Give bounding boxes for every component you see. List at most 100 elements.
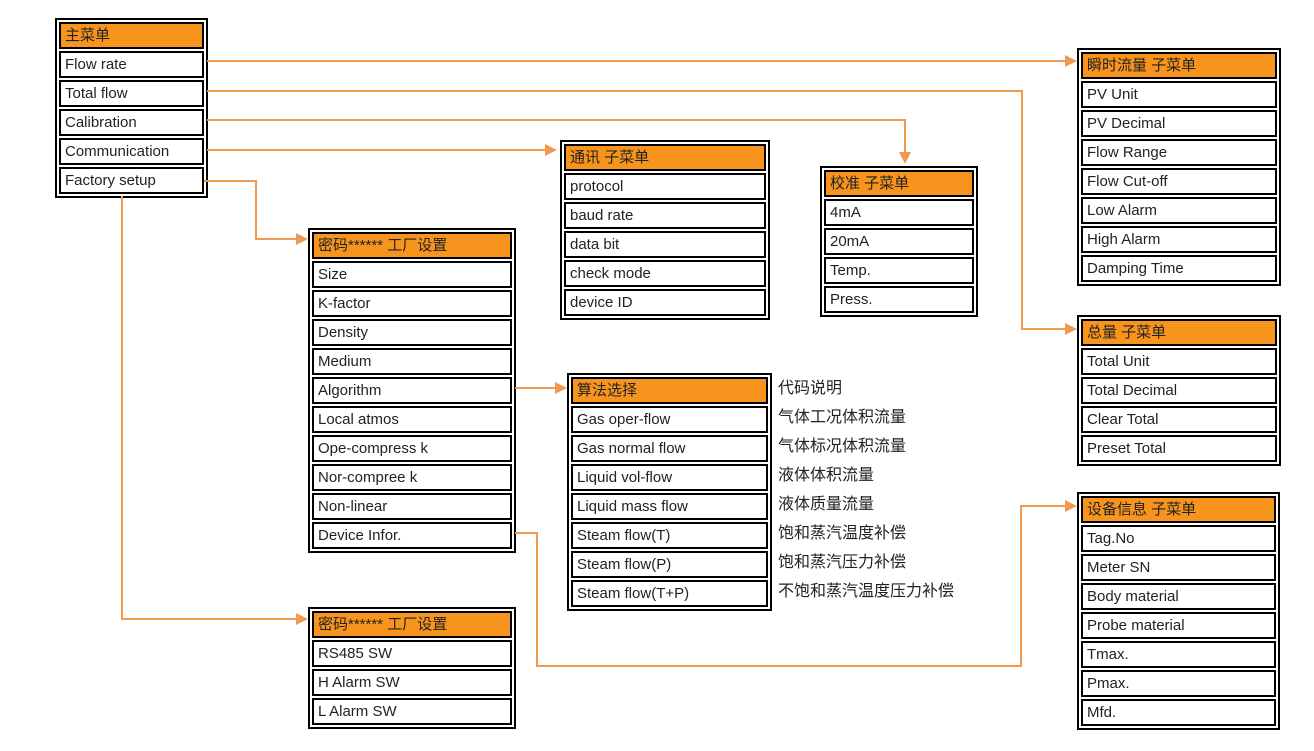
menu-item-density: Density: [312, 319, 512, 346]
menu-item-preset-total: Preset Total: [1081, 435, 1277, 462]
algorithm-selection-box: 算法选择 Gas oper-flow Gas normal flow Liqui…: [567, 373, 772, 611]
connector-calibration-line-2: [904, 119, 906, 152]
desc-liquid-mass-flow: 液体质量流量: [778, 496, 875, 513]
menu-item-calibration: Calibration: [59, 109, 204, 136]
menu-item-size: Size: [312, 261, 512, 288]
menu-item-ope-compress-k: Ope-compress k: [312, 435, 512, 462]
connector-factory-2-line-1: [121, 196, 123, 620]
menu-item-tmax: Tmax.: [1081, 641, 1276, 668]
calibration-submenu-box: 校准 子菜单 4mA 20mA Temp. Press.: [820, 166, 978, 317]
connector-device-info-line-2: [536, 532, 538, 667]
menu-item-communication: Communication: [59, 138, 204, 165]
menu-item-rs485-sw: RS485 SW: [312, 640, 512, 667]
menu-item-pmax: Pmax.: [1081, 670, 1276, 697]
menu-item-total-decimal: Total Decimal: [1081, 377, 1277, 404]
desc-code-explanation: 代码说明: [778, 380, 843, 397]
menu-item-damping-time: Damping Time: [1081, 255, 1277, 282]
connector-device-info-line-5: [1020, 505, 1065, 507]
connector-calibration-arrowhead-icon: [899, 152, 911, 164]
connector-flow-rate-arrowhead-icon: [1065, 55, 1077, 67]
algorithm-selection-title: 算法选择: [571, 377, 768, 404]
connector-factory-2-arrowhead-icon: [296, 613, 308, 625]
connector-total-flow-line-3: [1021, 328, 1065, 330]
menu-item-liquid-vol-flow: Liquid vol-flow: [571, 464, 768, 491]
menu-item-low-alarm: Low Alarm: [1081, 197, 1277, 224]
instant-flow-submenu-title: 瞬时流量 子菜单: [1081, 52, 1277, 79]
menu-item-20ma: 20mA: [824, 228, 974, 255]
factory-setup-box-1: 密码****** 工厂设置 Size K-factor Density Medi…: [308, 228, 516, 553]
menu-item-tag-no: Tag.No: [1081, 525, 1276, 552]
menu-item-check-mode: check mode: [564, 260, 766, 287]
menu-item-gas-oper-flow: Gas oper-flow: [571, 406, 768, 433]
connector-factory-1-arrowhead-icon: [296, 233, 308, 245]
menu-item-total-unit: Total Unit: [1081, 348, 1277, 375]
desc-steam-flow-tp: 不饱和蒸汽温度压力补偿: [778, 583, 955, 600]
menu-item-nor-compree-k: Nor-compree k: [312, 464, 512, 491]
menu-item-algorithm: Algorithm: [312, 377, 512, 404]
desc-steam-flow-p: 饱和蒸汽压力补偿: [778, 554, 907, 571]
menu-item-local-atmos: Local atmos: [312, 406, 512, 433]
menu-item-non-linear: Non-linear: [312, 493, 512, 520]
menu-item-flow-range: Flow Range: [1081, 139, 1277, 166]
menu-item-data-bit: data bit: [564, 231, 766, 258]
menu-item-liquid-mass-flow: Liquid mass flow: [571, 493, 768, 520]
menu-item-mfd: Mfd.: [1081, 699, 1276, 726]
device-info-submenu-title: 设备信息 子菜单: [1081, 496, 1276, 523]
menu-item-probe-material: Probe material: [1081, 612, 1276, 639]
connector-device-info-line-4: [1020, 505, 1022, 667]
connector-factory-2-line-2: [121, 618, 296, 620]
connector-device-info-arrowhead-icon: [1065, 500, 1077, 512]
factory-setup-1-title: 密码****** 工厂设置: [312, 232, 512, 259]
connector-factory-1-line-2: [255, 180, 257, 240]
communication-submenu-title: 通讯 子菜单: [564, 144, 766, 171]
menu-item-device-infor: Device Infor.: [312, 522, 512, 549]
menu-item-meter-sn: Meter SN: [1081, 554, 1276, 581]
main-menu-box: 主菜单 Flow rate Total flow Calibration Com…: [55, 18, 208, 198]
menu-item-h-alarm-sw: H Alarm SW: [312, 669, 512, 696]
menu-item-steam-flow-tp: Steam flow(T+P): [571, 580, 768, 607]
menu-item-clear-total: Clear Total: [1081, 406, 1277, 433]
connector-communication-arrowhead-icon: [545, 144, 557, 156]
desc-steam-flow-t: 饱和蒸汽温度补偿: [778, 525, 907, 542]
menu-item-4ma: 4mA: [824, 199, 974, 226]
main-menu-title: 主菜单: [59, 22, 204, 49]
menu-item-medium: Medium: [312, 348, 512, 375]
algorithm-descriptions: 代码说明 气体工况体积流量 气体标况体积流量 液体体积流量 液体质量流量 饱和蒸…: [778, 375, 954, 607]
menu-item-steam-flow-t: Steam flow(T): [571, 522, 768, 549]
menu-item-flow-rate: Flow rate: [59, 51, 204, 78]
menu-item-baud-rate: baud rate: [564, 202, 766, 229]
menu-item-temp: Temp.: [824, 257, 974, 284]
total-flow-submenu-title: 总量 子菜单: [1081, 319, 1277, 346]
desc-liquid-vol-flow: 液体体积流量: [778, 467, 875, 484]
total-flow-submenu-box: 总量 子菜单 Total Unit Total Decimal Clear To…: [1077, 315, 1281, 466]
connector-total-flow-line-2: [1021, 90, 1023, 330]
menu-item-high-alarm: High Alarm: [1081, 226, 1277, 253]
device-info-submenu-box: 设备信息 子菜单 Tag.No Meter SN Body material P…: [1077, 492, 1280, 730]
connector-factory-1-line-3: [255, 238, 296, 240]
connector-device-info-line-1: [515, 532, 538, 534]
calibration-submenu-title: 校准 子菜单: [824, 170, 974, 197]
factory-setup-2-title: 密码****** 工厂设置: [312, 611, 512, 638]
menu-item-flow-cut-off: Flow Cut-off: [1081, 168, 1277, 195]
factory-setup-box-2: 密码****** 工厂设置 RS485 SW H Alarm SW L Alar…: [308, 607, 516, 729]
instant-flow-submenu-box: 瞬时流量 子菜单 PV Unit PV Decimal Flow Range F…: [1077, 48, 1281, 286]
desc-gas-oper-flow: 气体工况体积流量: [778, 409, 907, 426]
connector-device-info-line-3: [536, 665, 1022, 667]
menu-item-pv-unit: PV Unit: [1081, 81, 1277, 108]
connector-total-flow-arrowhead-icon: [1065, 323, 1077, 335]
connector-flow-rate-line: [207, 60, 1065, 62]
menu-item-pv-decimal: PV Decimal: [1081, 110, 1277, 137]
menu-item-protocol: protocol: [564, 173, 766, 200]
connector-communication-line: [207, 149, 545, 151]
connector-calibration-line-1: [207, 119, 906, 121]
desc-gas-normal-flow: 气体标况体积流量: [778, 438, 907, 455]
menu-item-gas-normal-flow: Gas normal flow: [571, 435, 768, 462]
communication-submenu-box: 通讯 子菜单 protocol baud rate data bit check…: [560, 140, 770, 320]
connector-factory-1-line-1: [204, 180, 257, 182]
menu-item-factory-setup: Factory setup: [59, 167, 204, 194]
menu-item-device-id: device ID: [564, 289, 766, 316]
menu-item-k-factor: K-factor: [312, 290, 512, 317]
menu-item-total-flow: Total flow: [59, 80, 204, 107]
menu-item-body-material: Body material: [1081, 583, 1276, 610]
